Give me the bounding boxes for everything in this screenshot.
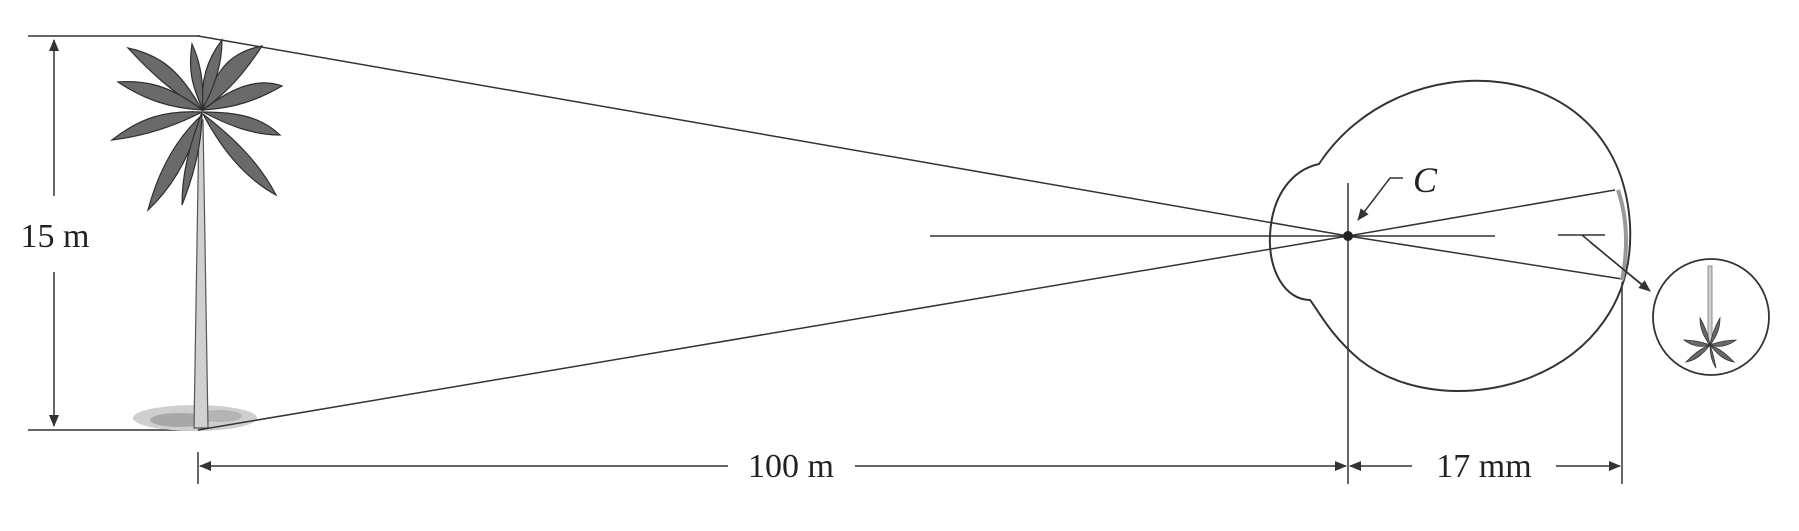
center-label: C xyxy=(1413,160,1438,200)
image-pointer-arrow xyxy=(1589,241,1651,292)
distance-dimensions: 100 m 17 mm xyxy=(197,448,1621,485)
eyeball-outline xyxy=(1268,79,1632,392)
object-distance-label: 100 m xyxy=(748,448,834,485)
ray-center-to-retina-lower xyxy=(1347,235,1623,280)
tree-fronds xyxy=(109,38,284,212)
center-point-c xyxy=(1343,231,1353,241)
height-label: 15 m xyxy=(21,218,90,255)
ray-bottom-to-center xyxy=(197,235,1349,431)
height-dimension: 15 m xyxy=(21,35,200,431)
eye xyxy=(930,79,1632,484)
inverted-tree-icon xyxy=(1682,265,1738,369)
palm-tree xyxy=(109,38,284,431)
center-label-callout: C xyxy=(1357,160,1438,221)
inverted-image-circle xyxy=(1652,258,1770,376)
image-distance-label: 17 mm xyxy=(1436,448,1531,485)
c-pointer-arrow xyxy=(1357,177,1403,221)
retina xyxy=(1616,189,1629,281)
ray-center-to-retina-upper xyxy=(1347,189,1616,237)
image-pointer-line xyxy=(1558,234,1649,291)
ray-top-to-center xyxy=(197,35,1349,237)
tree-trunk xyxy=(193,119,209,429)
light-rays xyxy=(197,35,1623,431)
retinal-image-callout xyxy=(1558,234,1770,376)
